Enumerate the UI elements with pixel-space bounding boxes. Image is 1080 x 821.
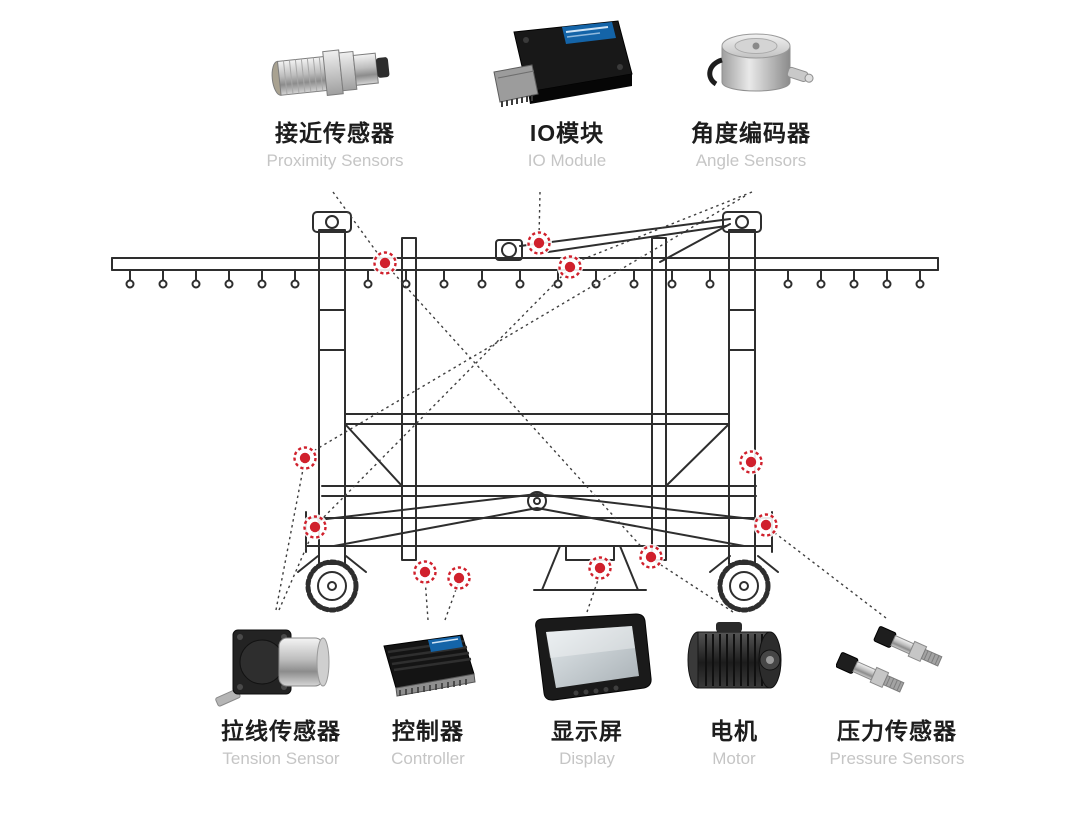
- pressure-sensor-image: [834, 625, 944, 696]
- motor-image: [687, 622, 782, 689]
- sensor-marker: [372, 250, 398, 276]
- sensor-marker: [753, 512, 779, 538]
- display-label-en: Display: [559, 748, 615, 768]
- tension-sensor-figure: [213, 612, 338, 712]
- controller-label-cn: 控制器: [392, 718, 464, 744]
- proximity-sensor-figure: [255, 18, 405, 118]
- sensor-marker: [738, 449, 764, 475]
- proximity-sensor-image: [271, 49, 390, 96]
- controller-figure: [372, 622, 484, 707]
- angle-encoder-label-en: Angle Sensors: [695, 150, 807, 170]
- sensor-marker: [638, 544, 664, 570]
- connector-line: [275, 463, 305, 611]
- sensor-marker: [302, 514, 328, 540]
- io-module-label: IO模块 IO Module: [452, 120, 682, 171]
- connector-line: [586, 573, 601, 613]
- tension-sensor-label-cn: 拉线传感器: [221, 718, 341, 744]
- sensor-marker: [587, 555, 613, 581]
- proximity-sensor-label-cn: 接近传感器: [275, 120, 395, 146]
- angle-encoder-image: [707, 33, 814, 92]
- proximity-sensor-label: 接近传感器 Proximity Sensors: [215, 120, 455, 171]
- display-figure: [520, 612, 655, 712]
- controller-label: 控制器 Controller: [328, 718, 528, 769]
- connector-line: [388, 267, 648, 554]
- io-module-figure: [480, 12, 640, 117]
- tension-sensor-label: 拉线传感器 Tension Sensor: [171, 718, 391, 769]
- display-image: [535, 613, 652, 701]
- io-module-label-en: IO Module: [527, 150, 607, 170]
- angle-encoder-label: 角度编码器 Angle Sensors: [631, 120, 871, 171]
- sensor-marker: [446, 565, 472, 591]
- io-module-label-cn: IO模块: [529, 120, 605, 146]
- sensor-marker: [292, 445, 318, 471]
- connector-line: [332, 191, 382, 259]
- tension-sensor-label-en: Tension Sensor: [222, 748, 340, 768]
- connector-line: [319, 271, 567, 522]
- connector-line: [424, 577, 429, 621]
- angle-encoder-label-cn: 角度编码器: [691, 120, 811, 146]
- display-label: 显示屏 Display: [487, 718, 687, 769]
- display-label-cn: 显示屏: [551, 718, 623, 744]
- connector-line: [575, 191, 753, 263]
- proximity-sensor-label-en: Proximity Sensors: [266, 150, 404, 170]
- controller-image: [383, 634, 476, 697]
- angle-encoder-figure: [700, 20, 825, 115]
- tension-sensor-image: [215, 629, 330, 707]
- motor-label-en: Motor: [712, 748, 756, 768]
- sensor-marker: [526, 230, 552, 256]
- pressure-sensor-label-cn: 压力传感器: [837, 718, 957, 744]
- pressure-sensor-label: 压力传感器 Pressure Sensors: [782, 718, 1012, 769]
- pressure-sensor-label-en: Pressure Sensors: [829, 748, 965, 768]
- sensor-marker: [557, 254, 583, 280]
- io-module-image: [493, 20, 633, 107]
- connector-line: [278, 531, 314, 611]
- motor-figure: [676, 615, 796, 703]
- connector-line: [309, 195, 746, 454]
- connector-line: [770, 529, 887, 619]
- sensor-marker: [412, 559, 438, 585]
- controller-label-en: Controller: [391, 748, 465, 768]
- motor-label-cn: 电机: [710, 718, 758, 744]
- pressure-sensor-figure: [834, 618, 956, 710]
- motor-label: 电机 Motor: [634, 718, 834, 769]
- connector-line: [654, 560, 734, 613]
